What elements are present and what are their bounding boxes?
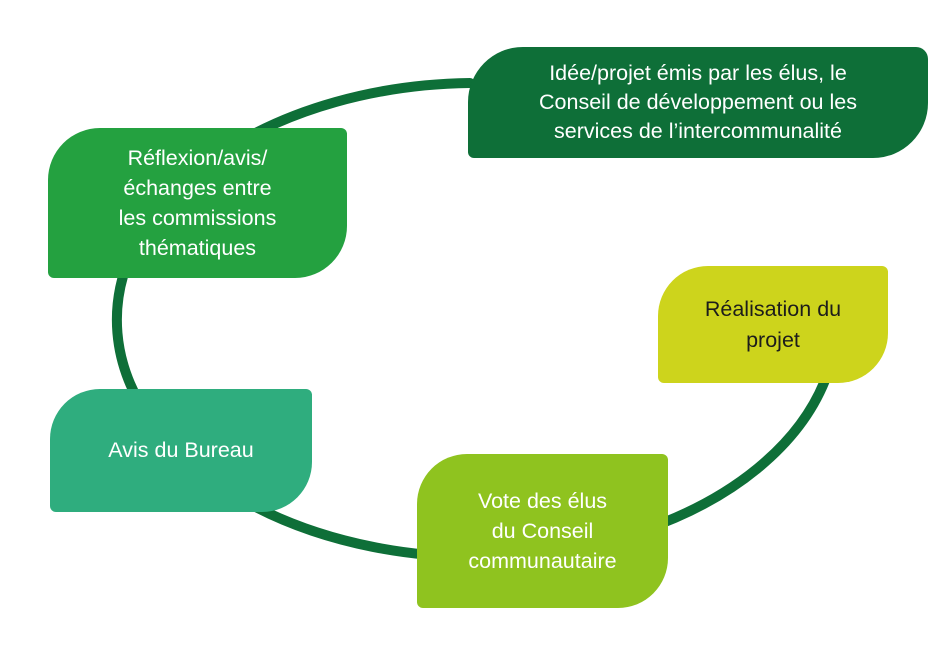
step-reflexion-box: Réflexion/avis/ échanges entre les commi… xyxy=(48,128,347,278)
step-reflexion-label: Réflexion/avis/ échanges entre les commi… xyxy=(118,145,277,261)
step-realisation-label: Réalisation du projet xyxy=(704,297,842,352)
step-avis-bureau-label: Avis du Bureau xyxy=(108,438,254,463)
step-idea-label: Idée/projet émis par les élus, le Consei… xyxy=(539,60,857,144)
step-avis-bureau-box: Avis du Bureau xyxy=(50,389,312,512)
step-idea-box: Idée/projet émis par les élus, le Consei… xyxy=(468,47,928,158)
step-realisation-box: Réalisation du projet xyxy=(658,266,888,383)
step-vote-box: Vote des élus du Conseil communautaire xyxy=(417,454,668,608)
step-vote-label: Vote des élus du Conseil communautaire xyxy=(468,488,617,574)
